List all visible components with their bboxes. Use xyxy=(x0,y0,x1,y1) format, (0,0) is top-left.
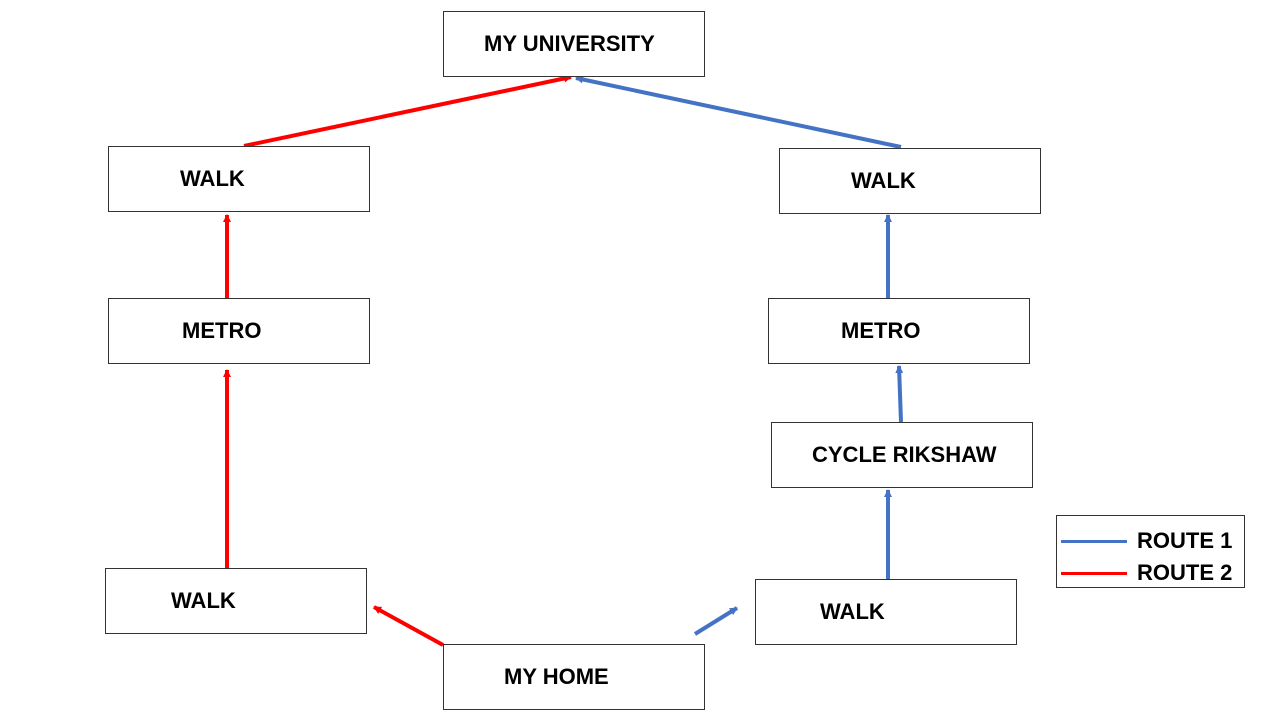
node-label: MY HOME xyxy=(504,664,609,689)
route-2-arrow-home-to-walk xyxy=(373,605,444,647)
route-1-arrow-home-to-walk xyxy=(693,606,739,636)
node-route-1-walk-bottom: WALK xyxy=(755,579,1017,645)
legend-item-route-2: ROUTE 2 xyxy=(1061,558,1232,588)
node-my-home: MY HOME xyxy=(443,644,705,710)
node-label: WALK xyxy=(171,588,236,613)
route-1-arrow-cycle-to-metro xyxy=(895,365,904,423)
node-label: METRO xyxy=(182,318,262,343)
node-label: WALK xyxy=(820,599,885,624)
legend-swatch-route-2 xyxy=(1061,571,1127,575)
node-label: METRO xyxy=(841,318,921,343)
legend-item-route-1: ROUTE 1 xyxy=(1061,526,1232,556)
node-route-2-walk-top: WALK xyxy=(108,146,370,212)
node-label: WALK xyxy=(180,166,245,191)
node-route-1-cycle-rikshaw: CYCLE RIKSHAW xyxy=(771,422,1033,488)
node-label: WALK xyxy=(851,168,916,193)
legend: ROUTE 1 ROUTE 2 xyxy=(1056,515,1245,588)
legend-swatch-route-1 xyxy=(1061,539,1127,543)
node-label: MY UNIVERSITY xyxy=(484,31,655,56)
node-label: CYCLE RIKSHAW xyxy=(812,442,997,467)
legend-label: ROUTE 1 xyxy=(1137,528,1233,553)
legend-label: ROUTE 2 xyxy=(1137,560,1233,585)
node-route-2-walk-bottom: WALK xyxy=(105,568,367,634)
node-route-1-walk-top: WALK xyxy=(779,148,1041,214)
route-1-arrow-walk-to-university xyxy=(575,75,902,149)
route-2-arrow-walk-to-university xyxy=(243,74,572,148)
node-route-2-metro: METRO xyxy=(108,298,370,364)
node-route-1-metro: METRO xyxy=(768,298,1030,364)
node-my-university: MY UNIVERSITY xyxy=(443,11,705,77)
